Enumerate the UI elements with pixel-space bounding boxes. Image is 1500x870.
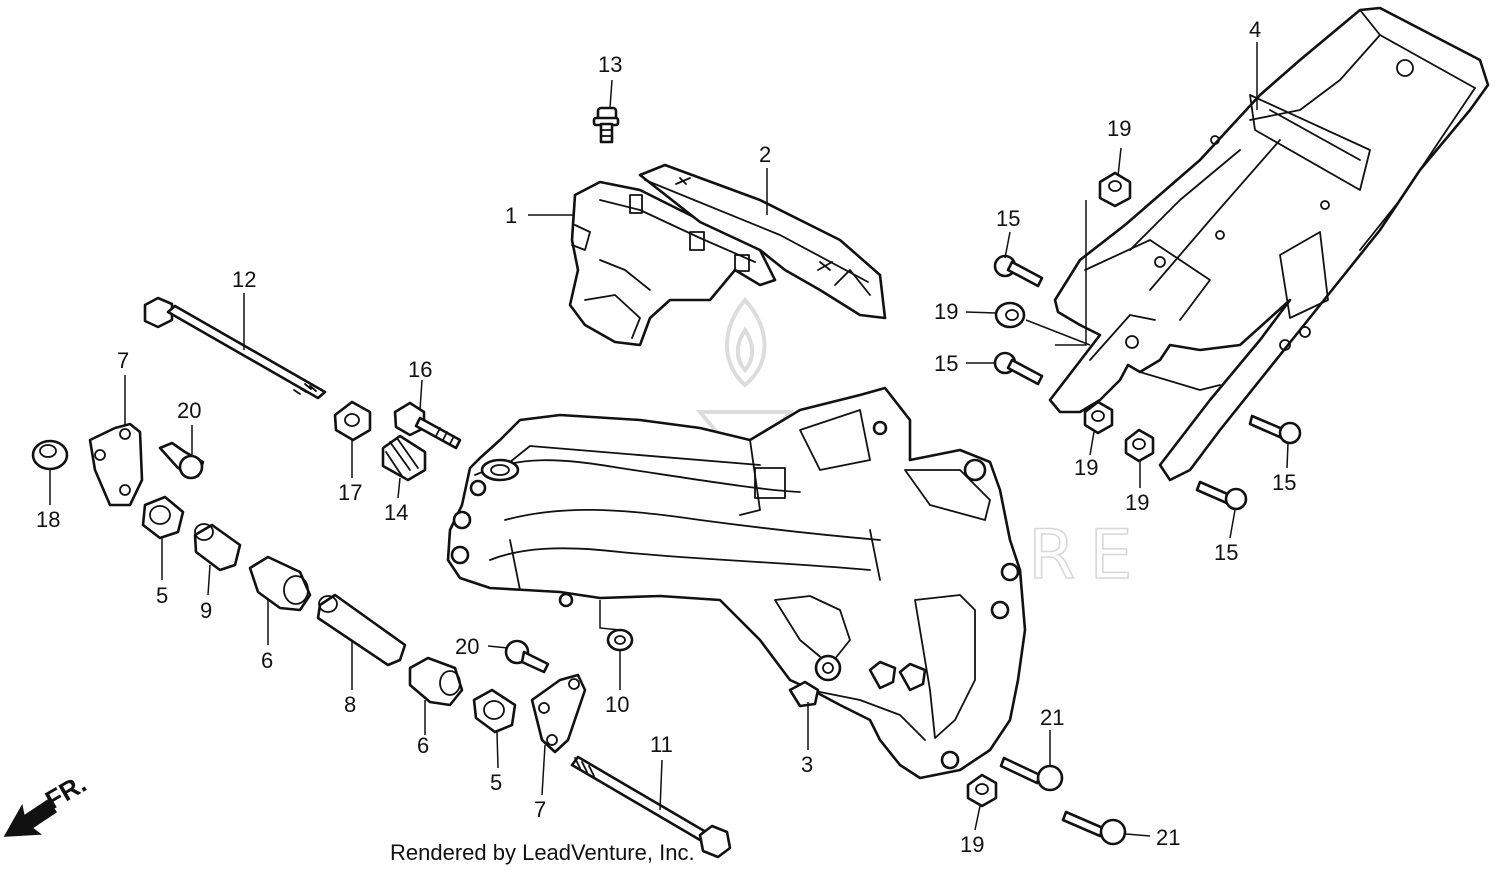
part-8-sleeve (316, 593, 407, 667)
callout-8: 8 (344, 692, 356, 717)
callout-15-d: 15 (1214, 540, 1238, 565)
part-7-plate (88, 422, 144, 507)
arrow-icon (3, 798, 58, 837)
callout-19-c: 19 (1074, 455, 1098, 480)
callout-labels: 1 2 3 4 5 5 6 6 7 7 8 9 10 11 12 13 14 1… (36, 17, 1296, 857)
callout-15-a: 15 (996, 206, 1020, 231)
part-15-bolt-c (1248, 414, 1302, 445)
part-16-bolt (393, 401, 462, 450)
callout-3: 3 (801, 752, 813, 777)
callout-7-lower: 7 (534, 797, 546, 822)
callout-5-lower: 5 (490, 770, 502, 795)
part-1-bracket (568, 180, 777, 347)
part-17-nut (333, 400, 372, 442)
part-7-plate-lower (530, 673, 587, 754)
part-10-washer (606, 628, 634, 652)
part-2-cover (638, 163, 887, 320)
callout-15-b: 15 (934, 351, 958, 376)
callout-21-a: 21 (1040, 705, 1064, 730)
part-21-bolt-a (999, 756, 1064, 792)
callout-19-e: 19 (960, 832, 984, 857)
callout-16: 16 (408, 357, 432, 382)
callout-11: 11 (650, 732, 673, 757)
callout-21-b: 21 (1156, 825, 1180, 850)
part-13-bolt (592, 106, 620, 144)
front-direction-arrow: FR. (3, 768, 91, 837)
callout-19-a: 19 (1107, 116, 1131, 141)
part-5-bushing (141, 495, 185, 540)
part-4-subframe (1048, 6, 1490, 482)
callout-20-lower: 20 (455, 634, 479, 659)
part-9-spacer (193, 523, 242, 572)
part-5-bushing-lower (472, 688, 517, 734)
part-20-bolt-lower (504, 639, 550, 674)
part-15-bolt-a (993, 254, 1044, 288)
part-19-nut-d (1124, 428, 1155, 463)
callout-17: 17 (338, 480, 362, 505)
callout-6-upper: 6 (261, 648, 273, 673)
part-19-nut-b (994, 301, 1026, 329)
callout-6-lower: 6 (417, 733, 429, 758)
callout-10: 10 (605, 692, 629, 717)
part-15-bolt-b (993, 351, 1044, 386)
callout-19-d: 19 (1125, 490, 1149, 515)
part-14-adjuster (381, 434, 427, 482)
credit-text: Rendered by LeadVenture, Inc. (390, 840, 695, 865)
callout-7-upper: 7 (117, 348, 129, 373)
leader-lines (49, 42, 1289, 837)
part-6-collar (248, 555, 312, 612)
callout-19-b: 19 (934, 299, 958, 324)
part-15-bolt-d (1195, 480, 1248, 511)
callout-4: 4 (1249, 17, 1261, 42)
callout-9: 9 (200, 598, 212, 623)
callout-12: 12 (232, 267, 256, 292)
callout-14: 14 (384, 500, 408, 525)
callout-2: 2 (759, 142, 771, 167)
part-19-nut-c (1083, 400, 1114, 435)
part-20-bolt (158, 441, 205, 480)
callout-15-c: 15 (1272, 470, 1296, 495)
callout-20-upper: 20 (177, 398, 201, 423)
part-6-collar-lower (408, 656, 464, 707)
part-19-nut-e (966, 773, 998, 808)
part-19-nut-a (1098, 171, 1132, 208)
callout-18: 18 (36, 507, 60, 532)
part-3-main-frame (446, 386, 1027, 780)
callout-13: 13 (598, 52, 622, 77)
callout-1: 1 (505, 203, 517, 228)
part-11-bolt (570, 755, 732, 859)
callout-5-upper: 5 (156, 583, 168, 608)
part-18-nut (31, 439, 69, 471)
part-12-long-bolt (143, 296, 327, 400)
part-21-bolt-b (1061, 810, 1127, 846)
